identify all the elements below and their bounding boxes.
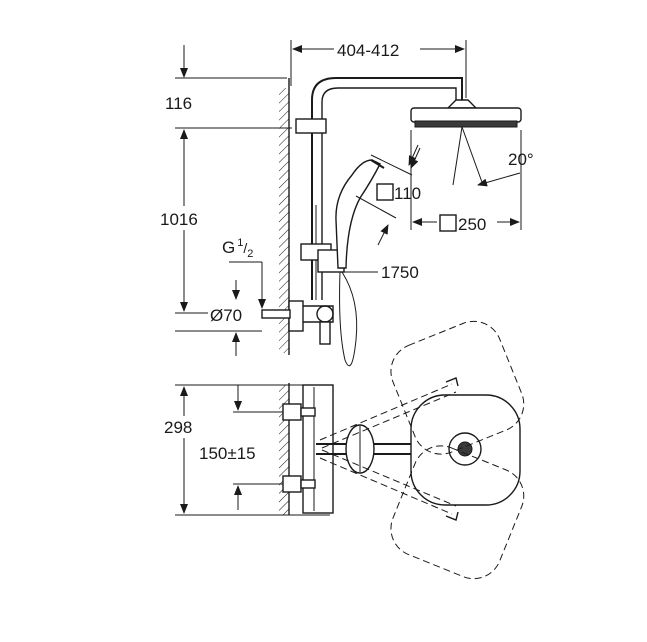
angle-leader [477,172,521,187]
inlet-pipe [261,309,291,319]
inlet-lower-nut [300,479,316,489]
thermostat-body [302,384,334,514]
swivel-arm-upper-b [321,391,457,449]
hand-axis-b [355,195,397,219]
head-shower-center-outer [448,432,482,466]
hand-shower-face [370,159,385,169]
head-shower-plate [414,120,518,128]
wall-hatch-front [279,88,289,353]
head-axis-a [452,126,463,186]
hand-shower-size-label: 110 [394,184,421,203]
front-view: 116 1016 404-412 20° [158,38,534,367]
shower-arm-inner [321,87,457,125]
swivel-outline-upper [390,320,525,455]
dim-116-label: 116 [165,94,192,113]
hand-axis-a [370,154,413,176]
head-shower-body [410,107,522,123]
flange-label: Ø70 [210,306,242,325]
dim-150-label-bg [196,442,274,464]
hand-shower-body [335,159,381,269]
dim-1016-label: 1016 [160,210,198,229]
hose-length-label: 1750 [381,263,419,282]
dim-298-label: 298 [164,418,192,437]
dim-250-label-bg [437,211,497,233]
dim-1016-label-bg [158,206,210,230]
swivel-arm-lower-b [321,449,457,507]
wall-hatch-top [279,385,289,515]
dim-298-label-bg [162,416,206,438]
shower-hose [339,271,358,367]
top-view: 298 150±15 [162,320,525,580]
wall-flange [288,300,304,332]
upper-wall-bracket [295,118,327,134]
dim-404-label: 404-412 [337,41,399,60]
inlet-lower [282,475,302,493]
head-size-label: 250 [458,215,486,234]
hand-shower-size-symbol [376,183,394,201]
swivel-end-lower [445,511,459,521]
head-axis-b [461,126,484,186]
diverter-body [303,305,334,323]
shower-arm [311,77,463,125]
swivel-arm-lower-a [319,457,453,515]
swivel-outline-lower [390,445,525,580]
head-size-symbol [439,214,457,232]
diverter-knob [316,305,334,323]
head-shower-connector [446,99,478,109]
inlet-upper-nut [300,407,316,417]
swivel-end-upper [445,377,459,387]
hand-dim-arrow-b [377,224,389,246]
dim-150-label: 150±15 [199,444,256,463]
dim-404-label-bg [334,38,420,60]
swivel-arm-upper-a [319,383,453,441]
inlet-upper [282,403,302,421]
hose-outlet [319,321,331,345]
flange-label-bg [208,304,260,326]
